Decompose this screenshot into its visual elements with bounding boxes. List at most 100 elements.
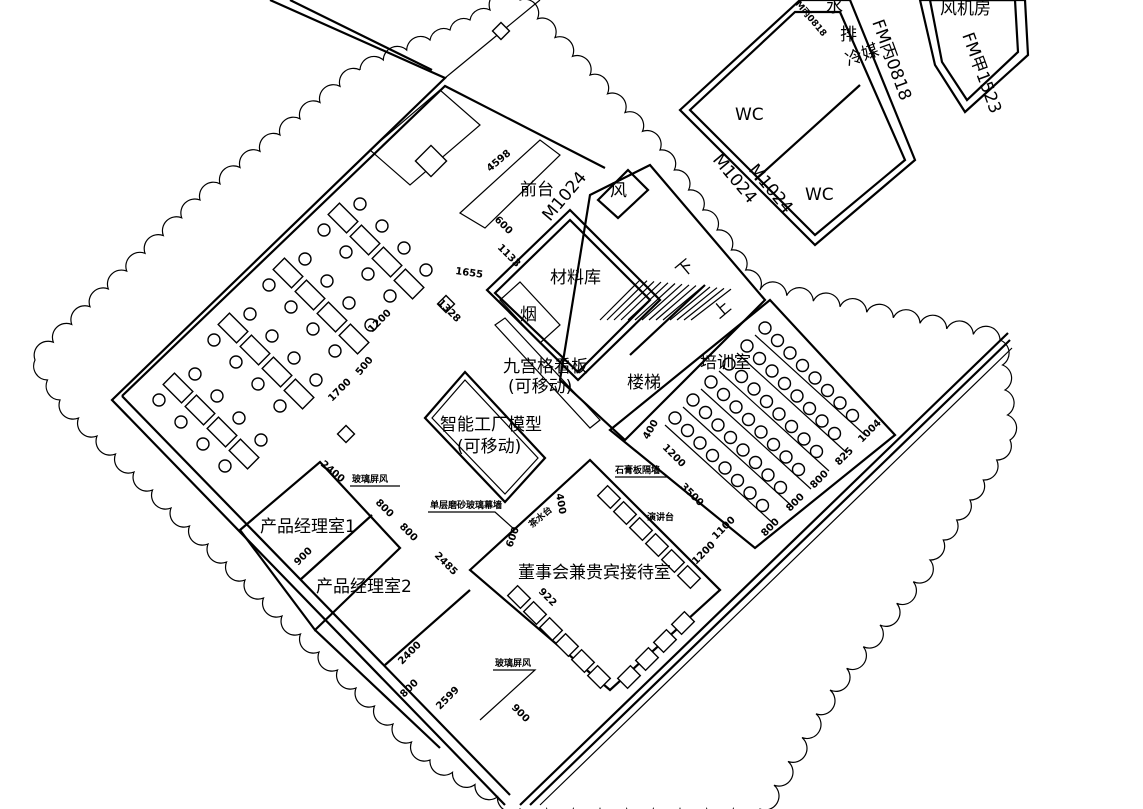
stair-tread [676, 287, 718, 321]
dimension: 600 [504, 526, 521, 549]
chair [284, 300, 298, 314]
chair [207, 333, 221, 347]
dimension: 500 [354, 355, 376, 378]
note-glass-screen: 玻璃屏风 [352, 473, 388, 485]
training-seat [765, 364, 779, 378]
training-seat [773, 480, 788, 495]
dimension: 400 [553, 493, 567, 516]
training-seat [827, 426, 842, 441]
chair [218, 459, 232, 473]
exterior-walls [110, 0, 1013, 806]
training-seat [795, 358, 810, 373]
desk [327, 202, 359, 234]
chair [152, 393, 166, 407]
stair-tread [599, 279, 641, 321]
chair [210, 389, 224, 403]
label-smoke: 烟 [520, 305, 537, 325]
sofa-seat [506, 584, 532, 610]
training-seat [797, 432, 811, 446]
training-seat [777, 376, 792, 391]
chair [309, 373, 323, 387]
dimension: 1200 [690, 540, 717, 567]
training-seat [741, 412, 756, 427]
sofa-seat [676, 564, 702, 590]
chair [196, 437, 210, 451]
training-seat [759, 394, 774, 409]
dimension: 1200 [660, 442, 687, 469]
desk [206, 416, 238, 448]
training-seat [784, 419, 799, 434]
label-exhaust: 排 [840, 25, 857, 45]
training-seat [815, 414, 829, 428]
dimension: 2400 [318, 459, 346, 485]
sofa-seat [652, 628, 678, 654]
training-seats [664, 321, 866, 526]
label-pm-room-1: 产品经理室1 [260, 517, 356, 537]
desk [283, 378, 315, 410]
sofa-seat [628, 516, 654, 542]
dimension: 922 [536, 586, 559, 609]
training-seat [802, 401, 817, 416]
chair [375, 219, 389, 233]
sofa-seat [612, 500, 638, 526]
label-reception: 前台 [520, 180, 554, 200]
training-seat [743, 486, 757, 500]
stair-tread [683, 287, 725, 321]
chair [383, 289, 397, 303]
label-board-room: 董事会兼贵宾接待室 [518, 563, 671, 583]
note-gypsum-wall: 石膏板隔墙 [614, 464, 660, 476]
training-seat [758, 321, 772, 335]
desk [217, 312, 249, 344]
desk [338, 323, 370, 355]
desk [261, 356, 293, 388]
label-water: 水 [826, 0, 843, 17]
chair [287, 351, 301, 365]
chair [339, 245, 353, 259]
chair [251, 377, 265, 391]
dimension: 825 [833, 446, 856, 469]
label-tea: 茶水台 [525, 504, 554, 531]
chair [298, 252, 312, 266]
training-seat [718, 461, 732, 475]
stair-tread [627, 282, 669, 321]
sofa-seat [634, 646, 660, 672]
label-kanban-note: (可移动) [508, 377, 572, 397]
chair [188, 367, 202, 381]
dimension: 1655 [455, 266, 484, 281]
chair [364, 318, 378, 332]
chair [353, 197, 367, 211]
training-seat [668, 411, 682, 425]
chair [328, 344, 342, 358]
chair [262, 278, 276, 292]
training-seat [722, 357, 736, 371]
desk [239, 334, 271, 366]
staircase [599, 279, 732, 321]
note-frosted-glass-wall: 单层磨砂玻璃幕墙 [430, 499, 502, 511]
dimension: 800 [808, 469, 831, 492]
stair-tread [634, 283, 676, 321]
dimension: 600 [492, 214, 515, 237]
training-seat [704, 375, 718, 389]
door-code-fm-a: FM甲1523 [957, 30, 1005, 116]
chair [361, 267, 375, 281]
stair-tread [641, 283, 683, 321]
chair [320, 274, 334, 288]
dimension: 1700 [326, 377, 353, 404]
desk [228, 438, 260, 470]
sofa-seat [554, 632, 580, 658]
training-seat [809, 444, 824, 459]
sofa-seat [586, 664, 612, 690]
desk [349, 224, 381, 256]
label-wc-2: WC [805, 185, 834, 205]
stair-tread [613, 280, 655, 321]
chair [419, 263, 433, 277]
training-seat [754, 425, 768, 439]
training-seat [716, 387, 731, 402]
sofa-seat [616, 664, 642, 690]
desk [162, 372, 194, 404]
stair-tread [655, 285, 697, 321]
training-seat [770, 333, 785, 348]
training-seat [845, 408, 860, 423]
training-seat [772, 407, 786, 421]
